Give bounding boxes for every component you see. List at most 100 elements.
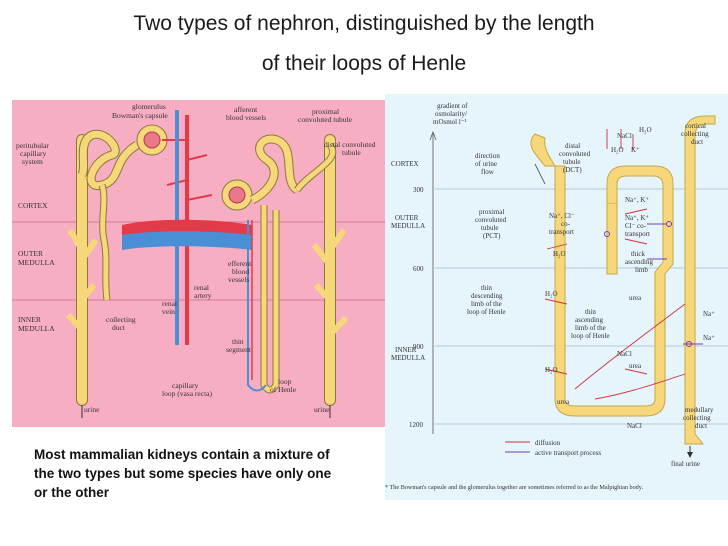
zone-inner-right-2: MEDULLA <box>391 354 425 362</box>
label-renal-artery-1: renal <box>194 283 209 292</box>
arrow-urea <box>574 303 686 390</box>
zone-outer-right-1: OUTER <box>395 214 419 222</box>
label-cortical-1: cortical <box>685 122 706 130</box>
glomerulus-right <box>228 186 246 204</box>
label-proximal-r-3: tubule <box>481 224 499 232</box>
label-cotransport-l-3: transport <box>549 228 574 236</box>
footnote: * The Bowman's capsule and the glomerulu… <box>385 484 643 491</box>
tick-900: 900 <box>413 343 424 351</box>
zone-outer-right-2: MEDULLA <box>391 222 425 230</box>
title-line-1: Two types of nephron, distinguished by t… <box>133 12 595 35</box>
label-h2o-desc1: H₂O <box>545 290 558 298</box>
label-capillary-1: capillary <box>172 381 198 390</box>
label-efferent-3: vessels <box>228 275 249 284</box>
label-medullary-2: collecting <box>683 414 711 422</box>
label-na-2: Na⁺ <box>703 334 715 342</box>
label-loop-2: of Henle <box>270 385 297 394</box>
label-thick-1: thick <box>631 250 645 258</box>
axis-title-1: gradient of <box>437 102 468 110</box>
label-distal-1: distal convoluted <box>324 140 376 149</box>
label-renal-vein-2: vein <box>162 307 175 316</box>
label-thin-asc-2: ascending <box>575 316 603 324</box>
label-thick-3: limb <box>635 266 648 274</box>
label-proximal-2: convoluted tubule <box>298 115 353 124</box>
label-thin-desc-2: descending <box>471 292 503 300</box>
label-thin-desc-4: loop of Henle <box>467 308 506 316</box>
label-urine-right: urine <box>314 405 330 414</box>
label-h2o-dct: H₂O <box>611 146 624 154</box>
label-thin-desc-3: limb of the <box>471 300 502 308</box>
label-nacl-top: NaCl <box>617 132 632 140</box>
label-cortical-3: duct <box>691 138 703 146</box>
label-efferent-2: blood <box>232 267 249 276</box>
label-peritubular-2: capillary <box>20 149 46 158</box>
arrows-dct <box>606 129 634 149</box>
glomerulus-left <box>143 131 161 149</box>
label-glomerulus: glomerulus <box>132 102 166 111</box>
label-efferent-1: efferent <box>228 259 252 268</box>
arrows-descending <box>544 243 568 375</box>
label-cotransport-l-2: co- <box>561 220 571 228</box>
label-direction-1: direction <box>475 152 500 160</box>
label-afferent-1: afferent <box>234 105 258 114</box>
label-urine-left: urine <box>84 405 100 414</box>
label-h2o-top: H₂O <box>639 126 652 134</box>
label-nak-2: Na⁺, K⁺ <box>625 214 649 222</box>
nephron-illustration: CORTEX OUTER MEDULLA INNER MEDULLA glome… <box>12 102 385 418</box>
label-na-1: Na⁺ <box>703 310 715 318</box>
legend-active: active transport process <box>535 449 601 457</box>
label-direction-3: flow <box>481 168 495 176</box>
label-distal-r-2: convoluted <box>559 150 591 158</box>
collecting-duct <box>684 115 716 445</box>
label-renal-vein-1: renal <box>162 299 177 308</box>
label-proximal-1: proximal <box>312 107 339 116</box>
label-h2o-desc2: H₂O <box>545 366 558 374</box>
label-peritubular-3: system <box>22 157 43 166</box>
label-thin-asc-3: limb of the <box>575 324 606 332</box>
label-capillary-2: loop (vasa recta) <box>162 389 212 398</box>
axis-title-2: osmolarity/ <box>435 110 467 118</box>
tick-600: 600 <box>413 265 424 273</box>
label-cotransport-r-1: Cl⁻ co- <box>625 222 647 230</box>
label-medullary-3: duct <box>695 422 707 430</box>
label-collecting-2: duct <box>112 323 126 332</box>
legend-diffusion: diffusion <box>535 439 561 447</box>
zone-cortex: CORTEX <box>18 201 48 210</box>
label-distal-2: tubule <box>342 148 361 157</box>
nephron-diagram-left: CORTEX OUTER MEDULLA INNER MEDULLA glome… <box>12 100 385 427</box>
label-medullary-1: medullary <box>685 406 714 414</box>
osmolarity-diagram-right: gradient of osmolarity/ mOsmol l⁻¹ 300 6… <box>385 94 728 500</box>
label-proximal-r-4: (PCT) <box>483 232 501 240</box>
label-cotransport-l-1: Na⁺, Cl⁻ <box>549 212 575 220</box>
label-distal-r-1: distal <box>565 142 580 150</box>
vasa-recta <box>247 220 267 392</box>
label-thin-2: segment <box>226 345 252 354</box>
label-loop-1: loop <box>278 377 292 386</box>
label-proximal-r-2: convoluted <box>475 216 507 224</box>
tick-1200: 1200 <box>409 421 424 429</box>
arcuate-vein <box>122 229 252 250</box>
zone-inner-1: INNER <box>18 315 41 324</box>
title-line-2: of their loops of Henle <box>261 52 467 75</box>
label-peritubular-1: peritubular <box>16 141 49 150</box>
caption-text: Most mammalian kidneys contain a mixture… <box>34 447 332 500</box>
label-proximal-r-1: proximal <box>479 208 504 216</box>
label-bowmans-capsule: Bowman's capsule <box>112 111 168 120</box>
label-renal-artery-2: artery <box>194 291 212 300</box>
label-thick-2: ascending <box>625 258 653 266</box>
loop-of-henle-illustration: gradient of osmolarity/ mOsmol l⁻¹ 300 6… <box>385 102 728 491</box>
zone-inner-2: MEDULLA <box>18 324 55 333</box>
label-thin-1: thin <box>232 337 244 346</box>
label-urea-2: urea <box>629 362 642 370</box>
label-nak-top: Na⁺, K⁺ <box>625 196 649 204</box>
tick-300: 300 <box>413 186 424 194</box>
label-urea-1: urea <box>629 294 642 302</box>
zone-inner-right-1: INNER <box>395 346 417 354</box>
label-distal-r-3: tubule <box>563 158 581 166</box>
label-cortical-2: collecting <box>681 130 709 138</box>
label-final-urine: final urine <box>671 460 700 468</box>
zone-outer-1: OUTER <box>18 249 43 258</box>
label-nacl-bottom: NaCl <box>627 422 642 430</box>
label-distal-r-4: (DCT) <box>563 166 582 174</box>
loop-tubule <box>530 133 674 417</box>
